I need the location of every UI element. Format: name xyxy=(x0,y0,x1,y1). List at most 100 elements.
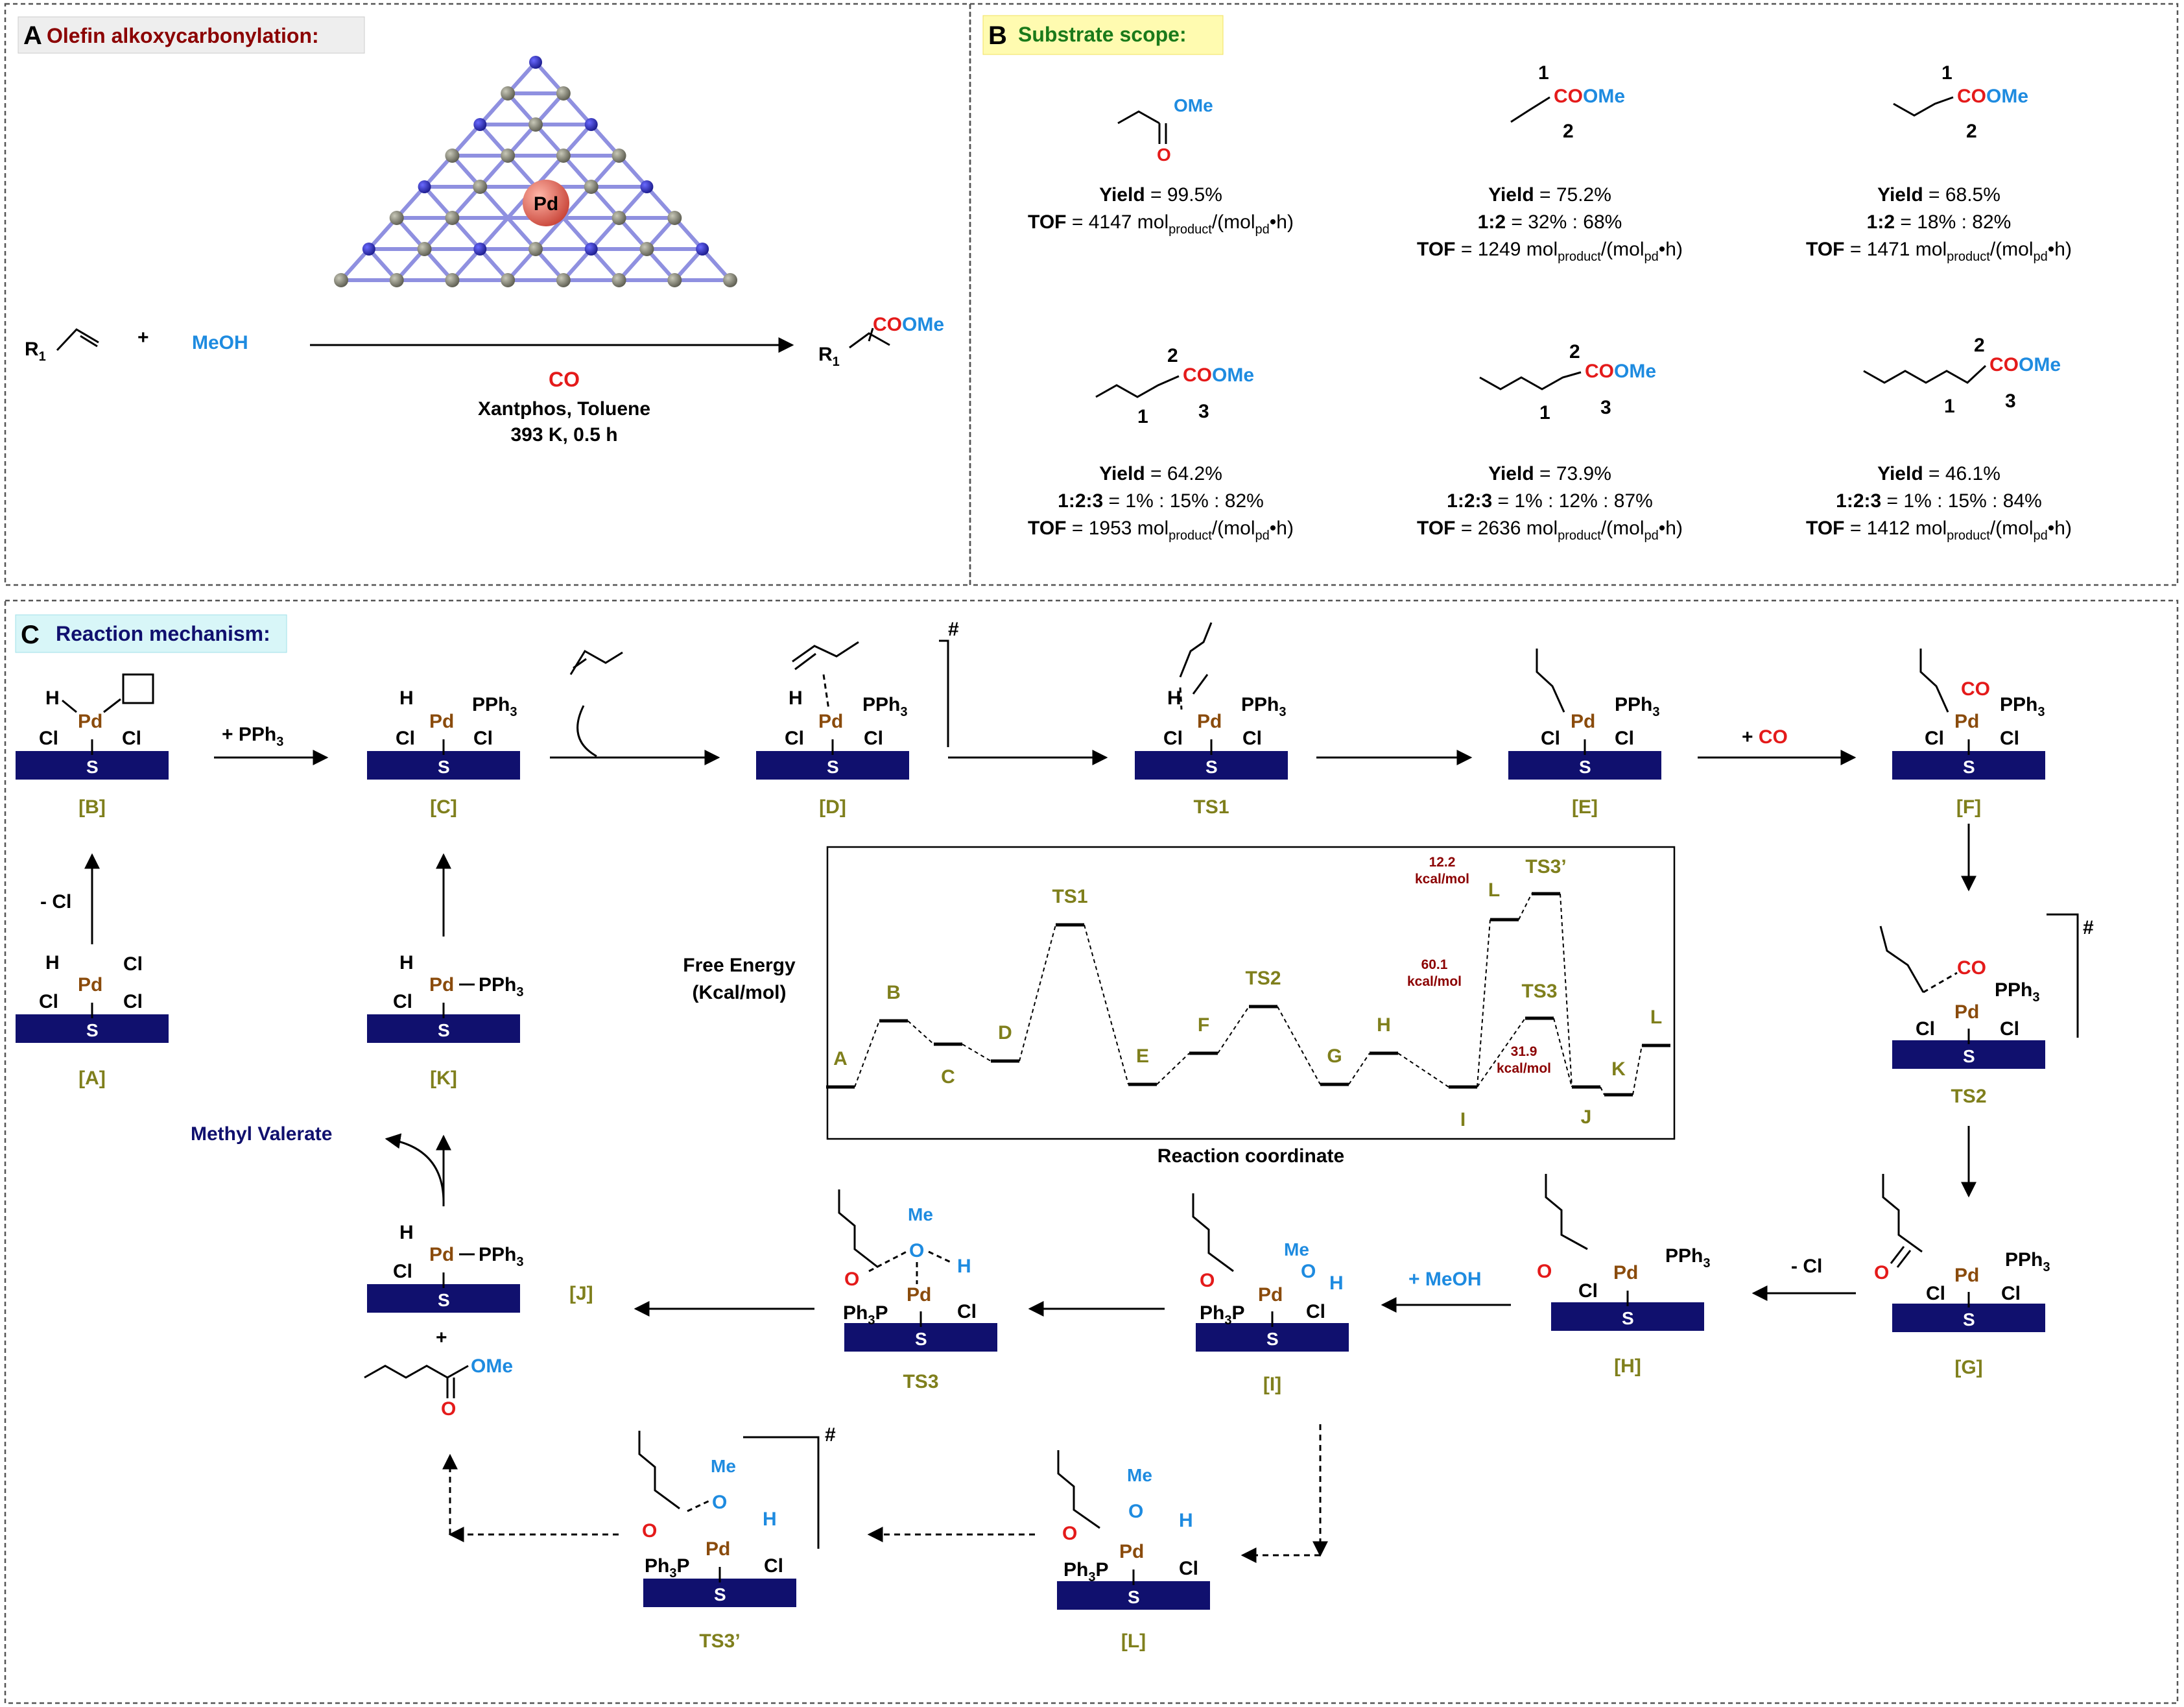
cooMe-group: COOMe xyxy=(1957,86,2028,107)
label-g: [G] xyxy=(1954,1357,1982,1378)
lattice-nitrogen-atom xyxy=(696,243,709,256)
label-ts3-prime: TS3’ xyxy=(699,1630,740,1652)
energy-level-label: I xyxy=(1460,1109,1466,1130)
cooMe-group: COOMe xyxy=(1183,364,1254,386)
pph3-ligand: PPh3 xyxy=(1665,1245,1710,1271)
substrate-results: Yield = 99.5%TOF = 4147 molproduct/(molp… xyxy=(1028,184,2072,543)
label-h: [H] xyxy=(1614,1355,1641,1377)
chloride-ligand: Cl xyxy=(764,1555,783,1577)
panel-a: A Olefin alkoxycarbonylation: Pd R1 + Me… xyxy=(4,3,971,586)
tof-line: TOF = 2636 molproduct/(molpd•h) xyxy=(1417,518,1683,543)
lattice-carbon-atom xyxy=(723,273,737,287)
pd-atom-sphere xyxy=(523,180,569,226)
ph3p-ligand: Ph3P xyxy=(1063,1559,1108,1584)
chloride-ligand: Cl xyxy=(473,728,493,749)
hydride-ligand: H xyxy=(789,687,803,709)
lattice-carbon-atom xyxy=(473,180,488,194)
complex-ts3-pd: Pd xyxy=(907,1284,931,1306)
lattice-carbon-atom xyxy=(445,273,460,287)
conditions-line1: Xantphos, Toluene xyxy=(478,398,650,420)
complex-ts1-pd: Pd xyxy=(1197,711,1222,732)
svg-text:S: S xyxy=(1963,757,1975,777)
tof-line: TOF = 1953 molproduct/(molpd•h) xyxy=(1028,518,1294,543)
energy-ylabel-2: (Kcal/mol) xyxy=(692,982,786,1003)
step-add-pph3: + PPh3 xyxy=(222,724,283,749)
substrate-skeleton xyxy=(1095,375,1180,398)
ratio-line: 1:2:3 = 1% : 15% : 84% xyxy=(1836,490,2042,512)
hydride-ligand: H xyxy=(1167,687,1181,709)
panel-c-border xyxy=(4,599,2179,1704)
lattice-nitrogen-atom xyxy=(584,118,598,131)
svg-text:S: S xyxy=(1963,1046,1975,1066)
product-cooMe: COOMe xyxy=(873,314,944,335)
lattice-nitrogen-atom xyxy=(473,118,487,131)
substrate-skeleton xyxy=(1510,96,1550,123)
acyl-oxygen-h: O xyxy=(1537,1261,1552,1282)
energy-annotations: 12.2 kcal/mol 60.1 kcal/mol 31.9 kcal/mo… xyxy=(1407,855,1551,1076)
substrate-skeleton xyxy=(1479,371,1582,390)
position-3: 3 xyxy=(2005,390,2016,412)
chloride-ligand: Cl xyxy=(123,953,143,975)
energy-level-label: H xyxy=(1377,1014,1391,1036)
complex-l-support xyxy=(1057,1581,1210,1610)
hydride-ligand: H xyxy=(1329,1272,1344,1294)
methyl-valerate-label: Methyl Valerate xyxy=(191,1123,332,1145)
energy-level-label: B xyxy=(886,982,901,1003)
hydride-ligand: H xyxy=(957,1256,971,1277)
meoh-reagent: MeOH xyxy=(192,332,248,353)
lattice-carbon-atom xyxy=(501,86,516,101)
methoxy-oxygen: O xyxy=(1301,1261,1316,1282)
cooMe-group: COOMe xyxy=(1989,354,2061,376)
catalyst-lattice-illustration xyxy=(334,56,737,287)
energy-level-label: L xyxy=(1488,879,1500,901)
chloride-ligand: Cl xyxy=(393,1261,412,1282)
label-e: [E] xyxy=(1572,796,1598,818)
label-a: [A] xyxy=(78,1068,106,1089)
methyl-group-ts3: Me xyxy=(908,1204,933,1224)
chloride-ligand: Cl xyxy=(2000,728,2019,749)
svg-text:S: S xyxy=(1963,1309,1975,1330)
label-ts3: TS3 xyxy=(903,1371,938,1392)
complex-h-pd: Pd xyxy=(1613,1262,1638,1283)
complex-e-pd: Pd xyxy=(1571,711,1595,732)
lattice-carbon-atom xyxy=(417,242,432,256)
energy-level-label: TS3’ xyxy=(1525,856,1566,877)
label-c: [C] xyxy=(430,796,457,818)
pph3-ligand: PPh3 xyxy=(1995,979,2039,1005)
methoxy-oxygen-ts3p: O xyxy=(712,1492,727,1513)
svg-text:S: S xyxy=(827,757,839,777)
energy-xlabel: Reaction coordinate xyxy=(1157,1145,1344,1167)
ph3p-ligand: Ph3P xyxy=(843,1302,888,1328)
pd-atom-label: Pd xyxy=(534,193,558,215)
energy-level-label: D xyxy=(998,1022,1012,1044)
substrate-skeleton xyxy=(1893,96,1954,117)
ome-group: OMe xyxy=(1174,95,1213,115)
chloride-ligand: Cl xyxy=(785,728,804,749)
annotation-31-9: 31.9 xyxy=(1511,1044,1537,1059)
chloride-ligand: Cl xyxy=(39,728,58,749)
energy-level-label: L xyxy=(1650,1007,1662,1028)
position-1: 1 xyxy=(1538,62,1549,84)
pph3-ligand: PPh3 xyxy=(1615,694,1659,719)
chloride-ligand: Cl xyxy=(1925,728,1944,749)
cyclobutane-icon xyxy=(122,673,154,704)
lattice-carbon-atom xyxy=(667,211,682,225)
lattice-nitrogen-atom xyxy=(529,56,542,69)
complex-a-support xyxy=(16,1014,169,1043)
annotation-12-2: 12.2 xyxy=(1429,855,1456,870)
lattice-nitrogen-atom xyxy=(473,243,487,256)
label-k: [K] xyxy=(430,1068,457,1089)
pph3-ligand: PPh3 xyxy=(2000,694,2045,719)
chloride-ligand: Cl xyxy=(396,728,415,749)
svg-text:S: S xyxy=(1205,757,1218,777)
ts-hash: # xyxy=(2083,917,2094,938)
energy-diagram-frame xyxy=(826,846,1676,1140)
complex-f-pd: Pd xyxy=(1954,711,1979,732)
complex-l-pd: Pd xyxy=(1119,1541,1144,1562)
complex-j-pd: Pd xyxy=(429,1244,454,1265)
svg-text:S: S xyxy=(438,757,450,777)
complex-ts3p-support xyxy=(643,1579,796,1607)
chloride-ligand: Cl xyxy=(1615,728,1634,749)
